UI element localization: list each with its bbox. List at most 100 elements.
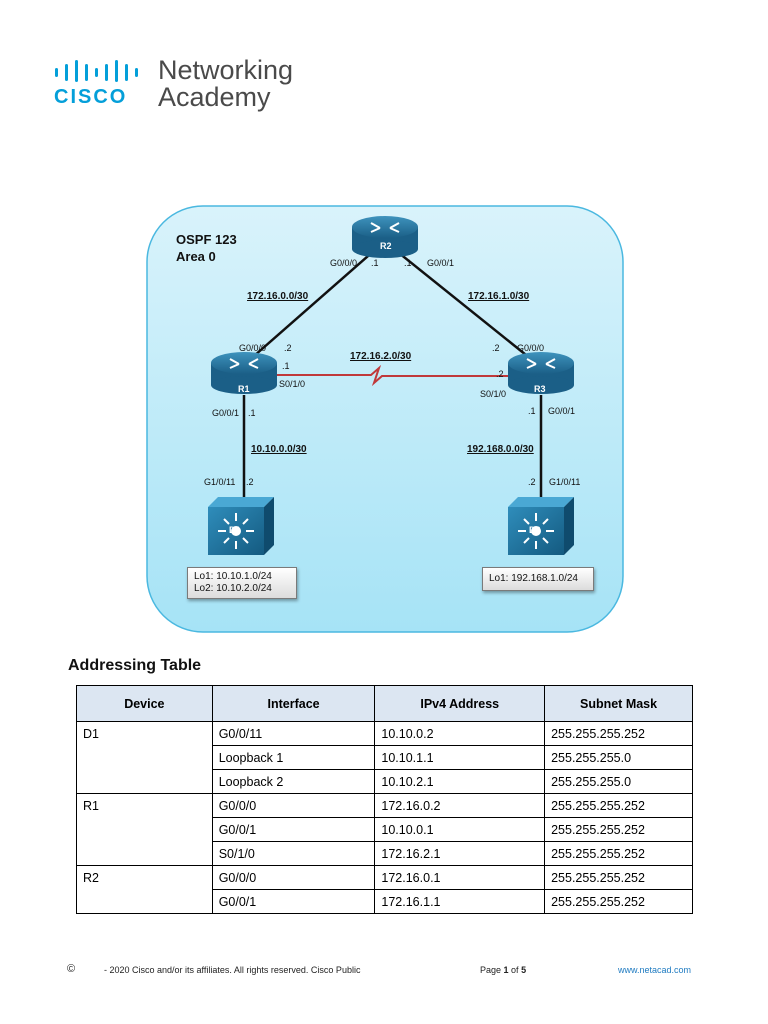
d2-loopbacks-box: Lo1: 192.168.1.0/24 [482, 567, 594, 591]
cell-device: R2 [76, 865, 213, 890]
netacad-link[interactable]: www.netacad.com [618, 965, 692, 975]
net-r1-d1: 10.10.0.0/30 [251, 444, 307, 455]
cell-ipv4: 10.10.0.2 [374, 721, 546, 746]
cell-device: D1 [76, 721, 213, 746]
cell-mask: 255.255.255.252 [544, 793, 693, 818]
r1-label: R1 [238, 384, 250, 394]
footer-copyright: - 2020 Cisco and/or its affiliates. All … [104, 965, 361, 975]
r3-g000-label: G0/0/0 [517, 343, 545, 353]
r2-g000-label: G0/0/0 [330, 258, 358, 268]
r3-s010-host: .2 [496, 369, 504, 379]
switch-d2-icon [508, 497, 574, 555]
footer-site: www.netacad.com [618, 965, 691, 975]
cell-interface: G0/0/0 [211, 865, 376, 890]
r3-s010-label: S0/1/0 [480, 389, 507, 399]
page-total: 5 [521, 965, 527, 975]
r3-g000-host: .2 [492, 343, 500, 353]
r2-g001-host: .1 [404, 258, 412, 268]
d1-loopbacks-box: Lo1: 10.10.1.0/24 Lo2: 10.10.2.0/24 [187, 567, 297, 599]
net-r1-r2: 172.16.0.0/30 [247, 291, 309, 302]
link-r2-r3 [393, 248, 537, 364]
cell-interface: G0/0/1 [211, 817, 376, 842]
cell-mask: 255.255.255.252 [544, 889, 693, 914]
cell-interface: G0/0/11 [211, 721, 376, 746]
d2-host: .2 [528, 477, 536, 487]
ospf-area: Area 0 [176, 249, 216, 264]
d1-label: D1 [229, 525, 241, 535]
d1-host: .2 [246, 477, 254, 487]
logo-line-networking: Networking [158, 55, 294, 85]
link-r1-r2 [245, 248, 377, 364]
d1-g1011-label: G1/0/11 [204, 477, 236, 487]
d2-loopback-1: Lo1: 192.168.1.0/24 [489, 573, 578, 584]
net-r2-r3: 172.16.1.0/30 [468, 291, 530, 302]
cell-mask: 255.255.255.0 [544, 769, 693, 794]
router-r2-icon [352, 216, 418, 258]
cell-interface: G0/0/0 [211, 793, 376, 818]
cell-device [76, 769, 213, 794]
d1-loopback-1: Lo1: 10.10.1.0/24 [194, 571, 272, 582]
r1-g001-label: G0/0/1 [212, 408, 240, 418]
footer-page-number: Page 1 of 5 [480, 965, 526, 975]
r1-s010-label: S0/1/0 [279, 379, 306, 389]
table-row: Loopback 2 10.10.2.1 255.255.255.0 [76, 769, 693, 794]
d2-g1011-label: G1/0/11 [549, 477, 581, 487]
table-row: D1 G0/0/11 10.10.0.2 255.255.255.252 [76, 721, 693, 746]
r3-g001-label: G0/0/1 [548, 406, 576, 416]
ospf-process-label: OSPF 123 Area 0 [176, 231, 237, 265]
table-header-row: Device Interface IPv4 Address Subnet Mas… [76, 685, 693, 722]
header-subnet-mask: Subnet Mask [544, 685, 693, 722]
router-r3-icon [508, 352, 574, 394]
r2-g000-host: .1 [371, 258, 379, 268]
logo-line-academy: Academy [158, 82, 271, 112]
cell-interface: Loopback 2 [211, 769, 376, 794]
r1-s010-host: .1 [282, 361, 290, 371]
header-interface: Interface [211, 685, 376, 722]
cell-ipv4: 10.10.2.1 [374, 769, 546, 794]
cell-mask: 255.255.255.252 [544, 721, 693, 746]
cell-mask: 255.255.255.252 [544, 865, 693, 890]
switch-d1-icon [208, 497, 274, 555]
r2-label: R2 [380, 241, 392, 251]
cell-mask: 255.255.255.252 [544, 817, 693, 842]
r1-g000-label: G0/0/0 [239, 343, 267, 353]
r1-g000-host: .2 [284, 343, 292, 353]
footer-copyright-symbol: © [67, 963, 76, 975]
cell-interface: S0/1/0 [211, 841, 376, 866]
addressing-table-title: Addressing Table [68, 657, 202, 674]
ospf-title: OSPF 123 [176, 232, 237, 247]
cell-device [76, 817, 213, 842]
cell-mask: 255.255.255.252 [544, 841, 693, 866]
header-ipv4: IPv4 Address [374, 685, 546, 722]
cell-device [76, 889, 213, 914]
r1-g001-host: .1 [248, 408, 256, 418]
cell-ipv4: 10.10.1.1 [374, 745, 546, 770]
cell-ipv4: 10.10.0.1 [374, 817, 546, 842]
page-prefix: Page [480, 965, 504, 975]
topology-diagram [146, 205, 624, 633]
r3-g001-host: .1 [528, 406, 536, 416]
table-row: R1 G0/0/0 172.16.0.2 255.255.255.252 [76, 793, 693, 818]
table-row: R2 G0/0/0 172.16.0.1 255.255.255.252 [76, 865, 693, 890]
addressing-table: Device Interface IPv4 Address Subnet Mas… [76, 685, 693, 914]
cisco-wordmark: cisco [54, 86, 128, 108]
d1-loopback-2: Lo2: 10.10.2.0/24 [194, 583, 272, 594]
page-of: of [508, 965, 522, 975]
cell-device [76, 745, 213, 770]
d2-label: D2 [529, 525, 541, 535]
cell-interface: G0/0/1 [211, 889, 376, 914]
cell-ipv4: 172.16.0.1 [374, 865, 546, 890]
table-row: S0/1/0 172.16.2.1 255.255.255.252 [76, 841, 693, 866]
r3-label: R3 [534, 384, 546, 394]
router-r1-icon [211, 352, 277, 394]
cisco-bars-icon [55, 60, 138, 82]
header-device: Device [76, 685, 213, 722]
net-r1-r3: 172.16.2.0/30 [350, 351, 412, 362]
cell-ipv4: 172.16.0.2 [374, 793, 546, 818]
cell-device [76, 841, 213, 866]
cisco-networking-academy-logo: cisco Networking Academy [54, 56, 314, 116]
table-row: G0/0/1 10.10.0.1 255.255.255.252 [76, 817, 693, 842]
cell-device: R1 [76, 793, 213, 818]
table-row: Loopback 1 10.10.1.1 255.255.255.0 [76, 745, 693, 770]
link-r1-r3-serial [274, 364, 508, 387]
